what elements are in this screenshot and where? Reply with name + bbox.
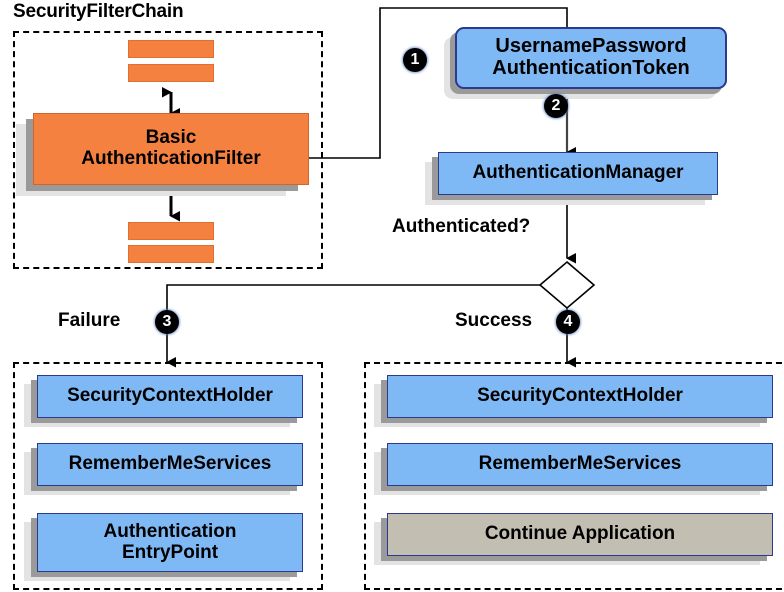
token-label-line2: AuthenticationToken [492, 57, 690, 79]
node-failure-remember-me-services[interactable]: RememberMeServices [37, 443, 303, 486]
success-context-holder-label: SecurityContextHolder [477, 385, 683, 407]
filter-bar-bottom-2 [128, 245, 214, 263]
badge-step-3: 3 [155, 310, 179, 334]
node-failure-authentication-entry-point[interactable]: Authentication EntryPoint [37, 513, 303, 572]
filter-bar-top-2 [128, 64, 214, 82]
basic-auth-filter-label-line1: Basic [145, 127, 197, 149]
failure-context-holder-label: SecurityContextHolder [67, 385, 273, 407]
node-failure-security-context-holder[interactable]: SecurityContextHolder [37, 375, 303, 418]
group-title-security-filter-chain: SecurityFilterChain [13, 1, 184, 22]
filter-bar-top-1 [128, 40, 214, 58]
auth-manager-label: AuthenticationManager [472, 162, 684, 184]
edge-label-failure: Failure [58, 310, 121, 331]
node-basic-authentication-filter[interactable]: Basic AuthenticationFilter [33, 113, 309, 185]
success-group-container [364, 362, 784, 590]
basic-auth-filter-label-line2: AuthenticationFilter [81, 148, 261, 169]
success-continue-label: Continue Application [484, 523, 676, 545]
badge-step-4: 4 [556, 310, 580, 334]
badge-step-2: 2 [544, 94, 568, 118]
success-remember-me-label: RememberMeServices [478, 453, 682, 475]
edge-label-success: Success [455, 310, 533, 331]
edge-label-authenticated-question: Authenticated? [392, 216, 531, 237]
failure-group-container [13, 362, 323, 590]
failure-entry-point-label-line1: Authentication [103, 520, 237, 542]
decision-diamond [538, 260, 596, 310]
node-username-password-authentication-token[interactable]: UsernamePassword AuthenticationToken [455, 27, 727, 89]
filter-bar-bottom-1 [128, 222, 214, 240]
node-continue-application[interactable]: Continue Application [387, 513, 773, 556]
token-label-line1: UsernamePassword [495, 35, 687, 58]
node-authentication-manager[interactable]: AuthenticationManager [438, 152, 718, 195]
security-filter-chain-container [13, 31, 323, 269]
badge-step-1: 1 [403, 48, 427, 72]
failure-entry-point-label-line2: EntryPoint [121, 541, 219, 563]
failure-remember-me-label: RememberMeServices [68, 453, 272, 475]
node-success-remember-me-services[interactable]: RememberMeServices [387, 443, 773, 486]
node-success-security-context-holder[interactable]: SecurityContextHolder [387, 375, 773, 418]
